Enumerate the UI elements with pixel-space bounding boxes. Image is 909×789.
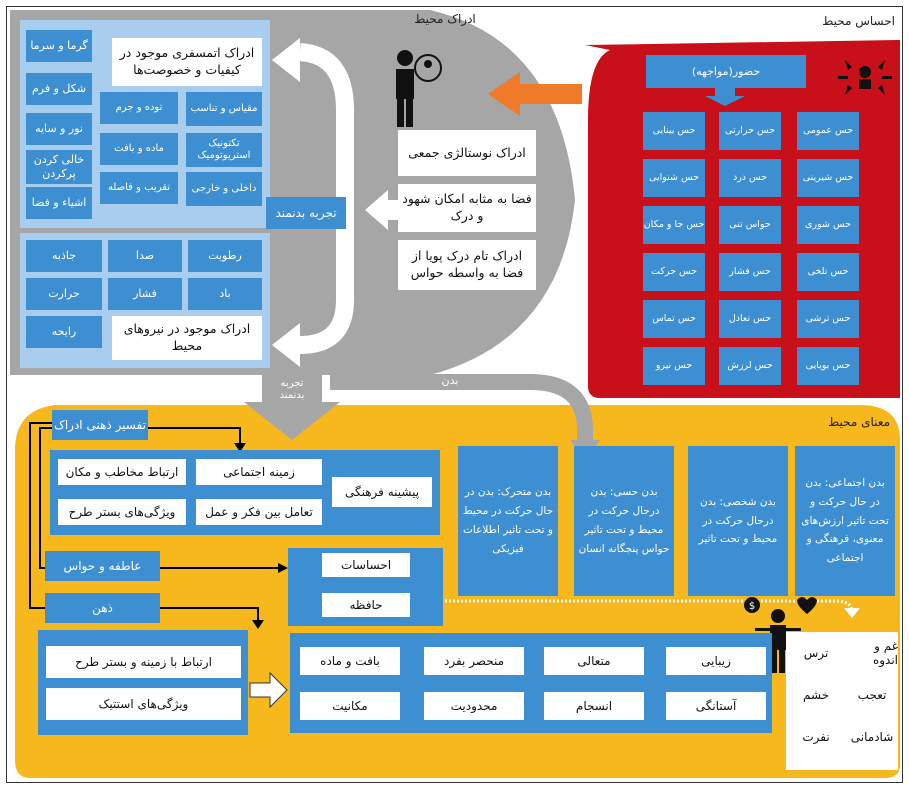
embodied-box: تجربه بدنمند bbox=[266, 197, 346, 229]
dynamic-note: ادراک تام درک پویا از فضا به واسطه حواس bbox=[398, 240, 536, 290]
body-box: بدن شخصی: بدن درحال حرکت در محیط و تحت ت… bbox=[688, 446, 788, 596]
nostalgia-note: ادراک نوستالژی جمعی bbox=[398, 130, 536, 176]
aesthetic-item: آستانگی bbox=[666, 692, 766, 720]
sense-cell: حس فشار bbox=[719, 253, 781, 291]
relation-context-box: ارتباط با زمینه و بستر طرح bbox=[46, 646, 241, 678]
emotion-item: غم و اندوه bbox=[872, 639, 898, 667]
diagram-frame bbox=[6, 6, 903, 783]
sense-cell: حس شنوایی bbox=[643, 159, 705, 197]
feelings-box: احساسات bbox=[322, 553, 410, 577]
atmos-item: تکتونیک استریوتومیک bbox=[186, 133, 262, 167]
atmos-item: داخلی و خارجی bbox=[186, 172, 262, 206]
forces-title-box: ادراک موجود در نیروهای محیط bbox=[112, 316, 262, 360]
sense-cell: حس جا و مکان bbox=[643, 206, 705, 244]
force-item: رایحه bbox=[26, 316, 102, 348]
balance-person-icon: $ bbox=[744, 597, 817, 673]
emotion-item: نفرت bbox=[802, 730, 830, 744]
emotion-item: خشم bbox=[802, 688, 830, 702]
aesthetic-item: انسجام bbox=[544, 692, 644, 720]
atmos-item: اشیاء و فضا bbox=[26, 187, 92, 219]
meaning-title: معنای محیط bbox=[828, 415, 890, 429]
sense-cell: حواس تنی bbox=[719, 206, 781, 244]
perception-title: ادراک محیط bbox=[414, 12, 476, 26]
emotions-panel bbox=[786, 632, 898, 770]
sense-cell: حس ترشی bbox=[797, 300, 859, 338]
context-item: ویژگی‌های بستر طرح bbox=[58, 499, 186, 525]
atmos-item: نور و سایه bbox=[26, 113, 92, 145]
atmos-item: تقریب و فاصله bbox=[100, 172, 178, 204]
atmos-item: شکل و فرم bbox=[26, 73, 92, 105]
aesthetic-item: بافت و ماده bbox=[300, 647, 400, 675]
emotion-item: ترس bbox=[803, 646, 829, 660]
sense-cell: حس عمومی bbox=[797, 112, 859, 150]
body-box: بدن اجتماعی: بدن در حال حرکت و تحت تاثیر… bbox=[795, 446, 895, 596]
context-item: تعامل بین فکر و عمل bbox=[196, 499, 322, 525]
sense-cell: حس بویایی bbox=[797, 347, 859, 385]
atmos-item: مقیاس و تناسب bbox=[186, 92, 262, 126]
atmos-item: ماده و بافت bbox=[100, 133, 178, 165]
body-box: بدن حسی: بدن درحال حرکت در محیط و تحت تا… bbox=[574, 446, 674, 596]
atmos-title-box: ادراک اتمسفری موجود در کیفیات و خصوصت‌ها bbox=[112, 38, 262, 86]
aesthetic-item: محدودیت bbox=[424, 692, 524, 720]
orange-arrow bbox=[488, 72, 582, 116]
sense-cell: حس بینایی bbox=[643, 112, 705, 150]
emotion-item: شادمانی bbox=[850, 730, 894, 744]
crowd-icon bbox=[838, 60, 892, 95]
sense-cell: حس حرکت bbox=[643, 253, 705, 291]
memory-box: حافظه bbox=[322, 593, 410, 617]
sense-cell: حس حرارتی bbox=[719, 112, 781, 150]
sense-cell: حس تماس bbox=[643, 300, 705, 338]
sense-cell: حس درد bbox=[719, 159, 781, 197]
atmos-item: خالی کردن پرکردن bbox=[26, 150, 92, 184]
force-item: حرارت bbox=[26, 278, 102, 310]
context-item: پیشینه فرهنگی bbox=[332, 477, 432, 507]
force-item: صدا bbox=[108, 240, 182, 272]
force-item: جاذبه bbox=[26, 240, 102, 272]
space-note: فضا به مثابه امکان شهود و درک bbox=[398, 184, 536, 232]
sense-cell: حس لرزش bbox=[719, 347, 781, 385]
body-box: بدن متحرک: بدن در حال حرکت در محیط و تحت… bbox=[458, 446, 558, 596]
embodied-arrow bbox=[365, 190, 402, 230]
aesthetic-box: ویژگی‌های استتیک bbox=[46, 688, 241, 720]
aesthetic-item: متعالی bbox=[544, 647, 644, 675]
atmos-item: گرما و سرما bbox=[26, 30, 92, 62]
body-arrow bbox=[330, 374, 593, 440]
sense-cell: حس شوری bbox=[797, 206, 859, 244]
emotion-item: تعجب bbox=[857, 688, 887, 702]
mind-box: ذهن bbox=[45, 593, 160, 623]
aesthetic-arrow bbox=[249, 671, 288, 709]
force-item: رطوبت bbox=[188, 240, 262, 272]
emotion-senses-box: عاطفه و حواس bbox=[45, 551, 160, 581]
person-icon bbox=[396, 50, 442, 127]
atmos-item: توده و جرم bbox=[100, 92, 178, 124]
sense-cell: حس تعادل bbox=[719, 300, 781, 338]
sense-title: احساس محیط bbox=[822, 14, 895, 28]
context-item: زمینه اجتماعی bbox=[196, 459, 322, 485]
aesthetic-item: منحصر بفرد bbox=[424, 647, 524, 675]
interpretation-box: تفسیر ذهنی ادراک bbox=[52, 410, 148, 440]
svg-text:$: $ bbox=[749, 601, 755, 612]
presence-box: حضور(مواجهه) bbox=[646, 55, 806, 88]
sense-cell: حس شیرینی bbox=[797, 159, 859, 197]
force-item: باد bbox=[188, 278, 262, 310]
body-flow-label: بدن bbox=[441, 374, 459, 387]
embodied-down-arrow bbox=[244, 375, 340, 440]
aesthetic-item: زیبایی bbox=[666, 647, 766, 675]
aesthetic-item: مکانیت bbox=[300, 692, 400, 720]
context-item: ارتباط مخاطب و مکان bbox=[58, 459, 186, 485]
force-item: فشار bbox=[108, 278, 182, 310]
sense-cell: حس تلخی bbox=[797, 253, 859, 291]
embodied-flow-label: تجربه بدنمند bbox=[279, 378, 305, 401]
sense-cell: حس نیرو bbox=[643, 347, 705, 385]
